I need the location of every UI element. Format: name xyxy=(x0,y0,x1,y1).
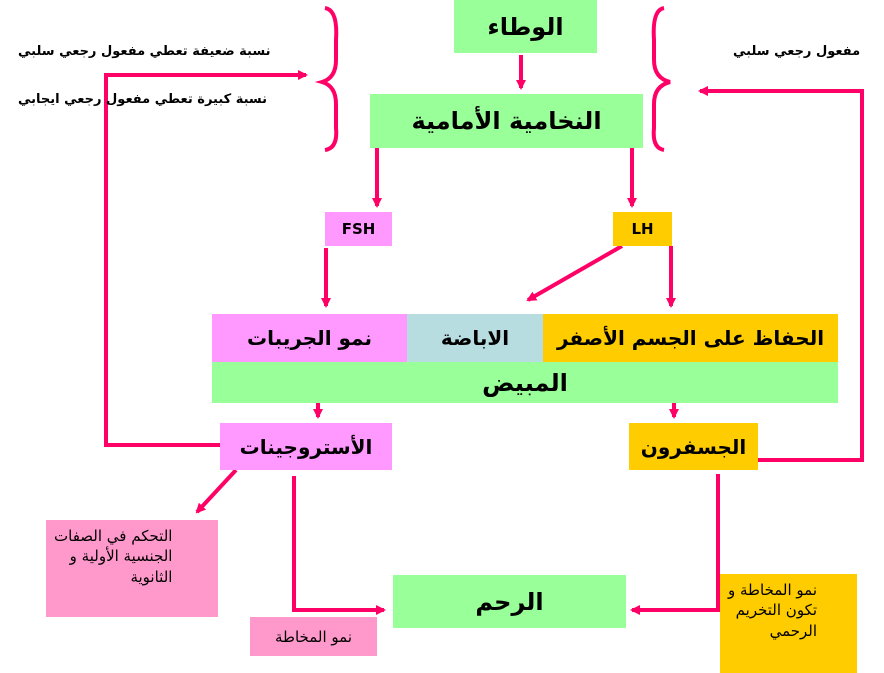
arrow-estrogens-uterus xyxy=(292,476,386,615)
node-ovary: المبيض xyxy=(212,362,838,403)
node-follicle-growth: نمو الجريبات xyxy=(212,314,407,362)
arrow-estrogen-feedback xyxy=(104,70,308,447)
left-brace xyxy=(314,6,339,152)
note-high-ratio: نسبة كبيرة تعطي مفعول رجعي ايجابي xyxy=(18,92,268,107)
node-ovulation: الاباضة xyxy=(407,314,543,362)
node-endometrium-secretion: نمو المخاطة و تكون التخريم الرحمي xyxy=(720,574,857,673)
node-uterus: الرحم xyxy=(393,575,626,628)
node-pituitary: النخامية الأمامية xyxy=(370,94,643,148)
node-corpus-luteum: الحفاظ على الجسم الأصفر xyxy=(543,314,838,362)
arrow-progesterone-uterus xyxy=(630,474,720,615)
node-estrogens: الأستروجينات xyxy=(220,423,392,470)
arrow-progesterone-feedback xyxy=(698,86,864,462)
note-negative-feedback: مفعول رجعي سلبي xyxy=(733,44,861,59)
note-low-ratio: نسبة ضعيفة تعطي مفعول رجعي سلبي xyxy=(18,44,271,59)
node-hypothalamus: الوطاء xyxy=(454,0,597,53)
right-brace xyxy=(651,6,671,152)
node-fsh: FSH xyxy=(325,212,392,246)
node-lh: LH xyxy=(613,212,672,246)
arrow-estrogens-traits xyxy=(195,468,238,514)
node-endometrium-growth: نمو المخاطة xyxy=(250,617,377,656)
arrow-lh-ovulation xyxy=(526,244,623,302)
node-sexual-traits: التحكم في الصفات الجنسية الأولية و الثان… xyxy=(46,520,218,617)
node-progesterone: الجسفرون xyxy=(629,423,758,470)
